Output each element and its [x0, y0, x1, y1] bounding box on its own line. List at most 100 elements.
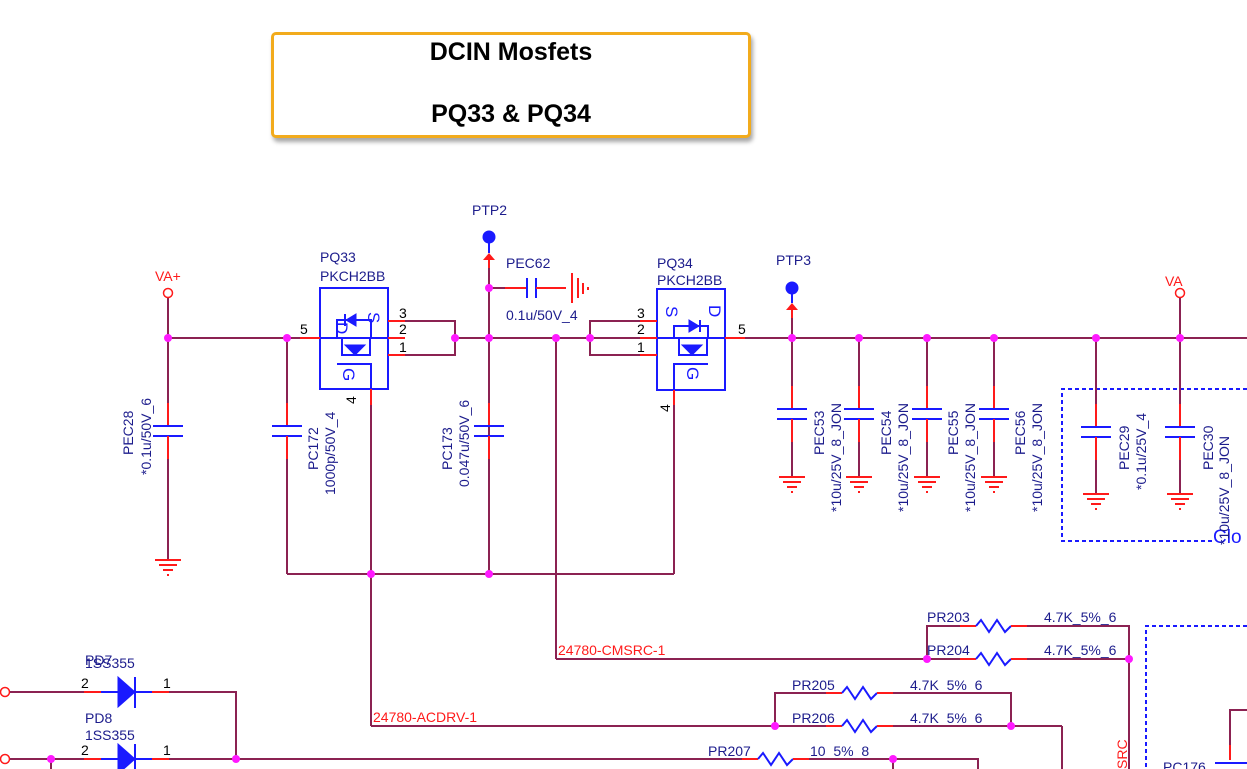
capacitor-pec54: PEC54 *10u/25V_8_JON	[843, 338, 911, 512]
junction-dot	[855, 334, 863, 342]
junction-dot	[923, 334, 931, 342]
pq33-d: D	[332, 322, 351, 334]
junction-dot	[1125, 655, 1133, 663]
junction-dot	[771, 722, 779, 730]
junction-dot	[485, 334, 493, 342]
resistor-pr207: PR207 10_5%_8	[708, 743, 869, 766]
title-box: DCIN Mosfets PQ33 & PQ34	[271, 32, 751, 138]
pq33-pin2: 2	[399, 321, 407, 337]
pec30-value: *10u/25V_8_JON	[1216, 436, 1232, 545]
pec53-value: *10u/25V_8_JON	[828, 403, 844, 512]
pq33-part: PKCH2BB	[320, 268, 385, 284]
va-label: VA	[1165, 273, 1183, 289]
pq34-pin2: 2	[637, 321, 645, 337]
junction-dot	[1092, 334, 1100, 342]
capacitor-pec28: PEC28 *0.1u/50V_6	[120, 338, 184, 576]
diode-pd7: PD7 1SS355 2 1	[0, 652, 237, 759]
pq34-pin4: 4	[657, 404, 673, 412]
pq33-s: S	[364, 312, 383, 323]
pd8-pin1: 1	[163, 742, 171, 758]
port-circle-icon	[162, 287, 174, 299]
junction-dot	[451, 334, 459, 342]
net-label-cmsrc: 24780-CMSRC-1	[558, 642, 666, 658]
pec54-value: *10u/25V_8_JON	[895, 403, 911, 512]
port-circle-icon	[1174, 287, 1186, 299]
pec55-ref: PEC55	[945, 410, 961, 455]
pq33-g: G	[339, 368, 358, 381]
net-label-src: SRC	[1114, 739, 1130, 769]
pd7-ref: PD7	[85, 652, 112, 668]
junction-dot	[164, 334, 172, 342]
va-plus-label: VA+	[155, 268, 181, 284]
mosfet-pq33: PQ33 PKCH2BB D S G 5 3 2 1 4	[300, 249, 456, 574]
pec56-value: *10u/25V_8_JON	[1029, 403, 1045, 512]
test-point-dot-icon	[482, 230, 496, 244]
junction-dot	[485, 284, 493, 292]
capacitor-pec30: PEC30 *10u/25V_8_JON	[1164, 338, 1232, 545]
pq33-ref: PQ33	[320, 249, 356, 265]
pq33-pin3: 3	[399, 305, 407, 321]
pq34-ref: PQ34	[657, 255, 693, 271]
pec29-ref: PEC29	[1116, 425, 1132, 470]
junction-dot	[990, 334, 998, 342]
mosfet-pq34: PQ34 PKCH2BB S D G 5 3 2 1 4	[589, 255, 746, 574]
pc172-value: 1000p/50V_4	[322, 411, 338, 495]
ground-icon	[154, 549, 182, 576]
junction-dot	[889, 755, 897, 763]
pq34-g: G	[683, 367, 702, 380]
va-plus-port: VA+	[155, 268, 181, 338]
pq34-pin3: 3	[637, 305, 645, 321]
pec62-value: 0.1u/50V_4	[506, 307, 578, 323]
junction-dot	[232, 755, 240, 763]
resistor-pr204: PR204 4.7K_5%_6	[927, 642, 1117, 666]
capacitor-pc172: PC172 1000p/50V_4	[271, 338, 338, 574]
pec62-ref: PEC62	[506, 255, 551, 271]
port-circle-icon	[0, 753, 11, 765]
pr207-value: 10_5%_8	[810, 743, 869, 759]
dashed-region-border	[1061, 388, 1247, 542]
junction-dot	[485, 570, 493, 578]
pr203-value: 4.7K_5%_6	[1044, 609, 1117, 625]
pc172-ref: PC172	[305, 427, 321, 470]
pec29-value: *0.1u/25V_4	[1133, 413, 1149, 490]
pec30-ref: PEC30	[1200, 425, 1216, 470]
ptp3-label: PTP3	[776, 252, 811, 268]
pc173-value: 0.047u/50V_6	[456, 400, 472, 487]
dashed-region-border-2	[1145, 625, 1247, 769]
test-point-ptp2: PTP2	[472, 202, 507, 574]
pec55-value: *10u/25V_8_JON	[962, 403, 978, 512]
resistor-pr205: PR205 4.7K_5%_6	[792, 677, 983, 700]
junction-dot	[1007, 722, 1015, 730]
pd8-pin2: 2	[81, 742, 89, 758]
junction-dot	[788, 334, 796, 342]
junction-dot	[1176, 334, 1184, 342]
pr205-ref: PR205	[792, 677, 835, 693]
capacitor-pec56: PEC56 *10u/25V_8_JON	[978, 338, 1045, 512]
junction-dots	[47, 284, 1184, 763]
pq33-pin5: 5	[300, 321, 308, 337]
capacitor-pc173: PC173 0.047u/50V_6	[439, 400, 505, 487]
pq33-pin1: 1	[399, 339, 407, 355]
pr203-ref: PR203	[927, 609, 970, 625]
pec56-ref: PEC56	[1012, 410, 1028, 455]
junction-dot	[367, 570, 375, 578]
net-label-acdrv: 24780-ACDRV-1	[373, 709, 477, 725]
capacitor-pec55: PEC55 *10u/25V_8_JON	[911, 338, 978, 512]
pr205-value: 4.7K_5%_6	[910, 677, 983, 693]
va-port: VA	[1165, 273, 1186, 338]
pec28-value: *0.1u/50V_6	[138, 398, 154, 475]
test-point-dot-icon	[785, 281, 799, 295]
pr204-value: 4.7K_5%_6	[1044, 642, 1117, 658]
junction-dot	[283, 334, 291, 342]
pq34-pin5: 5	[738, 321, 746, 337]
resistor-pr203: PR203 4.7K_5%_6	[927, 609, 1117, 633]
ptp2-label: PTP2	[472, 202, 507, 218]
diode-pd8: PD8 1SS355 2 1	[0, 710, 236, 769]
pr206-ref: PR206	[792, 710, 835, 726]
pec54-ref: PEC54	[878, 410, 894, 455]
title-line-2: PQ33 & PQ34	[431, 100, 591, 128]
pec28-ref: PEC28	[120, 410, 136, 455]
pq33-pin4: 4	[343, 396, 359, 404]
capacitor-pec62: PEC62 0.1u/50V_4	[489, 255, 589, 323]
title-line-1: DCIN Mosfets	[429, 38, 593, 66]
